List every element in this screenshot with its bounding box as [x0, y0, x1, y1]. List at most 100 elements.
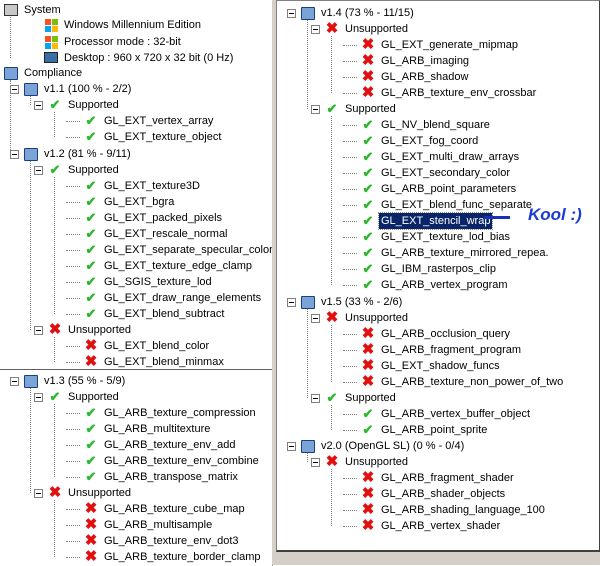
tree-node-supported[interactable]: ✔Supported — [277, 101, 599, 117]
tree-node-windows-millennium-edition[interactable]: Windows Millennium Edition — [0, 17, 272, 33]
tree-node-label: GL_ARB_multitexture — [104, 423, 211, 435]
tree-node-gl-arb-shadow[interactable]: ✖GL_ARB_shadow — [277, 69, 599, 85]
tree-node-gl-arb-texture-mirrored-repea[interactable]: ✔GL_ARB_texture_mirrored_repea. — [277, 245, 599, 261]
tree-node-unsupported[interactable]: ✖Unsupported — [0, 485, 272, 501]
tree-node-unsupported[interactable]: ✖Unsupported — [0, 322, 272, 338]
tree-node-gl-arb-point-sprite[interactable]: ✔GL_ARB_point_sprite — [277, 422, 599, 438]
tree-node-gl-ext-fog-coord[interactable]: ✔GL_EXT_fog_coord — [277, 133, 599, 149]
tree-node-gl-nv-blend-square[interactable]: ✔GL_NV_blend_square — [277, 117, 599, 133]
cross-icon: ✖ — [325, 453, 339, 470]
tree-node-gl-arb-occlusion-query[interactable]: ✖GL_ARB_occlusion_query — [277, 326, 599, 342]
tree-node-gl-ext-separate-specular-color[interactable]: ✔GL_EXT_separate_specular_color — [0, 242, 272, 258]
tree-node-gl-ext-generate-mipmap[interactable]: ✖GL_EXT_generate_mipmap — [277, 37, 599, 53]
tree-node-gl-ext-blend-color[interactable]: ✖GL_EXT_blend_color — [0, 338, 272, 354]
tree-node-v1-4-73-11-15[interactable]: v1.4 (73 % - 11/15) — [277, 5, 599, 21]
tree-node-gl-arb-multitexture[interactable]: ✔GL_ARB_multitexture — [0, 421, 272, 437]
tree-node-gl-arb-vertex-buffer-object[interactable]: ✔GL_ARB_vertex_buffer_object — [277, 406, 599, 422]
tree-node-gl-ext-multi-draw-arrays[interactable]: ✔GL_EXT_multi_draw_arrays — [277, 149, 599, 165]
collapse-toggle[interactable] — [10, 150, 19, 159]
tree-panel-v14-v20[interactable]: v1.4 (73 % - 11/15)✖Unsupported✖GL_EXT_g… — [276, 0, 600, 552]
check-icon: ✔ — [362, 245, 374, 260]
tree-node-gl-arb-texture-cube-map[interactable]: ✖GL_ARB_texture_cube_map — [0, 501, 272, 517]
tree-node-gl-ext-draw-range-elements[interactable]: ✔GL_EXT_draw_range_elements — [0, 290, 272, 306]
collapse-toggle[interactable] — [311, 394, 320, 403]
collapse-toggle[interactable] — [311, 458, 320, 467]
tree-node-gl-arb-texture-env-combine[interactable]: ✔GL_ARB_texture_env_combine — [0, 453, 272, 469]
tree-node-gl-ext-bgra[interactable]: ✔GL_EXT_bgra — [0, 194, 272, 210]
tree-node-v1-2-81-9-11[interactable]: v1.2 (81 % - 9/11) — [0, 146, 272, 162]
tree-node-v1-5-33-2-6[interactable]: v1.5 (33 % - 2/6) — [277, 294, 599, 310]
tree-node-supported[interactable]: ✔Supported — [0, 389, 272, 405]
tree-node-v1-1-100-2-2[interactable]: v1.1 (100 % - 2/2) — [0, 81, 272, 97]
tree-connector — [66, 202, 80, 203]
tree-node-gl-ext-rescale-normal[interactable]: ✔GL_EXT_rescale_normal — [0, 226, 272, 242]
tree-node-gl-arb-imaging[interactable]: ✖GL_ARB_imaging — [277, 53, 599, 69]
tree-node-gl-ext-texture-lod-bias[interactable]: ✔GL_EXT_texture_lod_bias — [277, 229, 599, 245]
tree-node-gl-ext-stencil-wrap[interactable]: ✔GL_EXT_stencil_wrap — [277, 212, 599, 230]
collapse-toggle[interactable] — [311, 105, 320, 114]
tree-node-gl-arb-fragment-shader[interactable]: ✖GL_ARB_fragment_shader — [277, 470, 599, 486]
collapse-toggle[interactable] — [287, 9, 296, 18]
tree-node-gl-arb-texture-env-add[interactable]: ✔GL_ARB_texture_env_add — [0, 437, 272, 453]
tree-node-gl-arb-shading-language-100[interactable]: ✖GL_ARB_shading_language_100 — [277, 502, 599, 518]
tree-node-label: GL_EXT_texture3D — [104, 180, 200, 192]
tree-node-gl-arb-texture-border-clamp[interactable]: ✖GL_ARB_texture_border_clamp — [0, 549, 272, 565]
tree-node-system[interactable]: System — [0, 2, 272, 18]
tree-node-gl-ext-blend-subtract[interactable]: ✔GL_EXT_blend_subtract — [0, 306, 272, 322]
tree-node-gl-arb-multisample[interactable]: ✖GL_ARB_multisample — [0, 517, 272, 533]
tree-node-gl-arb-texture-env-crossbar[interactable]: ✖GL_ARB_texture_env_crossbar — [277, 85, 599, 101]
tree-node-v1-3-55-5-9[interactable]: v1.3 (55 % - 5/9) — [0, 373, 272, 389]
tree-node-supported[interactable]: ✔Supported — [0, 162, 272, 178]
tree-connector — [343, 334, 357, 335]
tree-connector — [307, 453, 308, 462]
tree-node-gl-arb-texture-env-dot3[interactable]: ✖GL_ARB_texture_env_dot3 — [0, 533, 272, 549]
tree-node-gl-arb-point-parameters[interactable]: ✔GL_ARB_point_parameters — [277, 181, 599, 197]
tree-node-gl-ext-blend-func-separate[interactable]: ✔GL_EXT_blend_func_separate — [277, 197, 599, 213]
collapse-toggle[interactable] — [34, 166, 43, 175]
tree-node-gl-arb-shader-objects[interactable]: ✖GL_ARB_shader_objects — [277, 486, 599, 502]
tree-connector — [343, 237, 357, 238]
tree-node-gl-arb-texture-compression[interactable]: ✔GL_ARB_texture_compression — [0, 405, 272, 421]
collapse-toggle[interactable] — [311, 25, 320, 34]
tree-node-gl-ext-blend-minmax[interactable]: ✖GL_EXT_blend_minmax — [0, 354, 272, 370]
collapse-toggle[interactable] — [34, 489, 43, 498]
tree-node-gl-arb-transpose-matrix[interactable]: ✔GL_ARB_transpose_matrix — [0, 469, 272, 485]
tree-node-compliance[interactable]: Compliance — [0, 65, 272, 81]
collapse-toggle[interactable] — [287, 298, 296, 307]
tree-connector — [66, 362, 80, 363]
collapse-toggle[interactable] — [287, 442, 296, 451]
tree-node-gl-arb-vertex-program[interactable]: ✔GL_ARB_vertex_program — [277, 277, 599, 293]
tree-node-gl-ext-secondary-color[interactable]: ✔GL_EXT_secondary_color — [277, 165, 599, 181]
tree-node-gl-ext-texture-edge-clamp[interactable]: ✔GL_EXT_texture_edge_clamp — [0, 258, 272, 274]
tree-node-gl-arb-texture-non-power-of-two[interactable]: ✖GL_ARB_texture_non_power_of_two — [277, 374, 599, 390]
tree-node-gl-ext-texture-object[interactable]: ✔GL_EXT_texture_object — [0, 129, 272, 145]
tree-node-gl-arb-vertex-shader[interactable]: ✖GL_ARB_vertex_shader — [277, 518, 599, 534]
collapse-toggle[interactable] — [34, 101, 43, 110]
tree-panel-v13[interactable]: v1.3 (55 % - 5/9)✔Supported✔GL_ARB_textu… — [0, 369, 273, 566]
collapse-toggle[interactable] — [10, 85, 19, 94]
tree-connector — [343, 414, 357, 415]
tree-node-gl-sgis-texture-lod[interactable]: ✔GL_SGIS_texture_lod — [0, 274, 272, 290]
collapse-toggle[interactable] — [34, 326, 43, 335]
splitter-bar[interactable] — [272, 0, 276, 565]
tree-node-gl-ext-shadow-funcs[interactable]: ✖GL_EXT_shadow_funcs — [277, 358, 599, 374]
tree-node-gl-ext-texture3d[interactable]: ✔GL_EXT_texture3D — [0, 178, 272, 194]
tree-node-supported[interactable]: ✔Supported — [277, 390, 599, 406]
tree-node-gl-ext-packed-pixels[interactable]: ✔GL_EXT_packed_pixels — [0, 210, 272, 226]
tree-node-gl-arb-fragment-program[interactable]: ✖GL_ARB_fragment_program — [277, 342, 599, 358]
tree-node-v2-0-opengl-sl-0-0-4[interactable]: v2.0 (OpenGL SL) (0 % - 0/4) — [277, 438, 599, 454]
check-icon: ✔ — [85, 437, 97, 452]
collapse-toggle[interactable] — [311, 314, 320, 323]
tree-node-unsupported[interactable]: ✖Unsupported — [277, 454, 599, 470]
tree-node-processor-mode-32-bit[interactable]: Processor mode : 32-bit — [0, 34, 272, 50]
tree-node-desktop-960-x-720-x-32-bit-0-hz[interactable]: Desktop : 960 x 720 x 32 bit (0 Hz) — [0, 50, 272, 66]
tree-node-unsupported[interactable]: ✖Unsupported — [277, 21, 599, 37]
tree-node-gl-ibm-rasterpos-clip[interactable]: ✔GL_IBM_rasterpos_clip — [277, 261, 599, 277]
tree-node-unsupported[interactable]: ✖Unsupported — [277, 310, 599, 326]
tree-node-label: GL_EXT_texture_object — [104, 131, 222, 143]
tree-node-gl-ext-vertex-array[interactable]: ✔GL_EXT_vertex_array — [0, 113, 272, 129]
tree-node-supported[interactable]: ✔Supported — [0, 97, 272, 113]
collapse-toggle[interactable] — [34, 393, 43, 402]
collapse-toggle[interactable] — [10, 377, 19, 386]
